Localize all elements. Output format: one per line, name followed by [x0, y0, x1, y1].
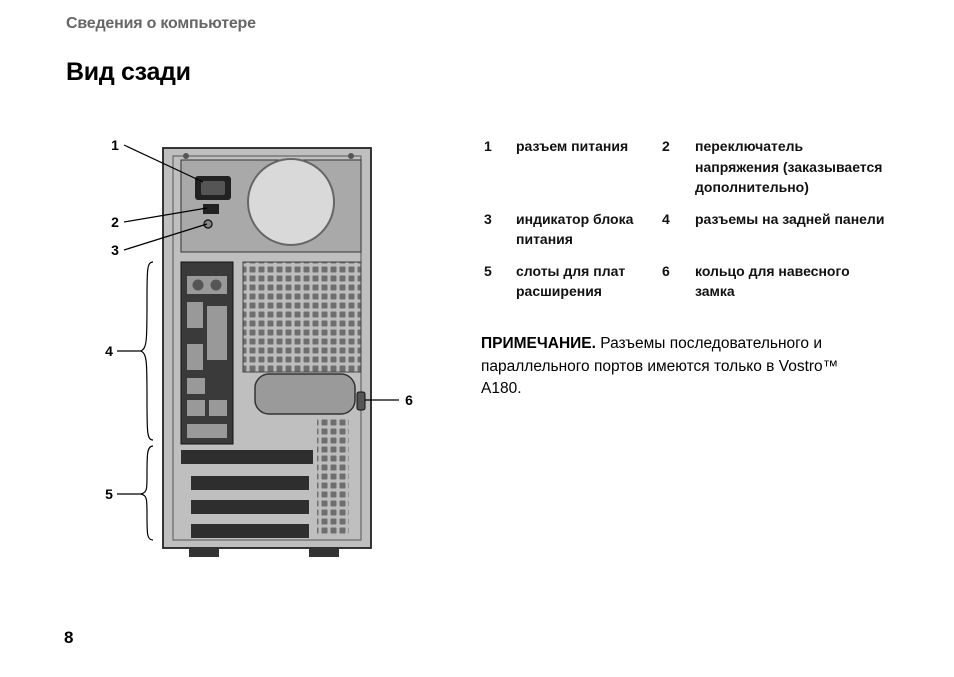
legend-number: 2 — [662, 138, 670, 154]
callout-4: 4 — [105, 343, 113, 359]
legend-row: 5 слоты для плат расширения 6 кольцо для… — [484, 261, 884, 302]
psu-indicator — [203, 219, 213, 229]
legend-label: разъем питания — [516, 138, 629, 154]
psu-fan — [247, 158, 335, 246]
legend-label: слоты для плат расширения — [516, 262, 626, 300]
legend-table: 1 разъем питания 2 переключатель напряже… — [484, 136, 884, 313]
callout-6: 6 — [405, 392, 413, 408]
callout-3: 3 — [111, 242, 119, 258]
section-header: Сведения о компьютере — [66, 15, 256, 32]
legend-number: 4 — [662, 210, 670, 227]
legend-number: 1 — [484, 138, 492, 154]
callout-1: 1 — [111, 137, 119, 153]
voltage-switch — [203, 204, 219, 214]
legend-number: 3 — [484, 210, 492, 227]
callout-2: 2 — [111, 214, 119, 230]
fan-grill — [242, 261, 362, 373]
padlock-ring — [356, 391, 366, 411]
note-label: ПРИМЕЧАНИЕ. — [481, 335, 596, 352]
note-text: Разъемы последовательного и параллельног… — [481, 335, 839, 397]
note-block: ПРИМЕЧАНИЕ. Разъемы последовательного и … — [481, 333, 871, 401]
legend-number: 5 — [484, 262, 492, 279]
computer-back-view-figure: 1 2 3 4 5 6 — [95, 130, 425, 570]
legend-label: кольцо для навесного замка — [695, 262, 850, 300]
legend-label: переключатель напряжения (заказывается д… — [695, 138, 883, 195]
legend-row: 1 разъем питания 2 переключатель напряже… — [484, 136, 884, 198]
page-title: Вид сзади — [66, 58, 191, 86]
legend-number: 6 — [662, 262, 670, 279]
legend-label: разъемы на задней панели — [695, 210, 885, 227]
legend-row: 3 индикатор блока питания 4 разъемы на з… — [484, 209, 884, 250]
expansion-slots — [181, 450, 313, 538]
legend-label: индикатор блока питания — [516, 210, 634, 248]
page-number: 8 — [64, 628, 74, 647]
computer-back-illustration — [117, 144, 399, 557]
callout-5: 5 — [105, 486, 113, 502]
